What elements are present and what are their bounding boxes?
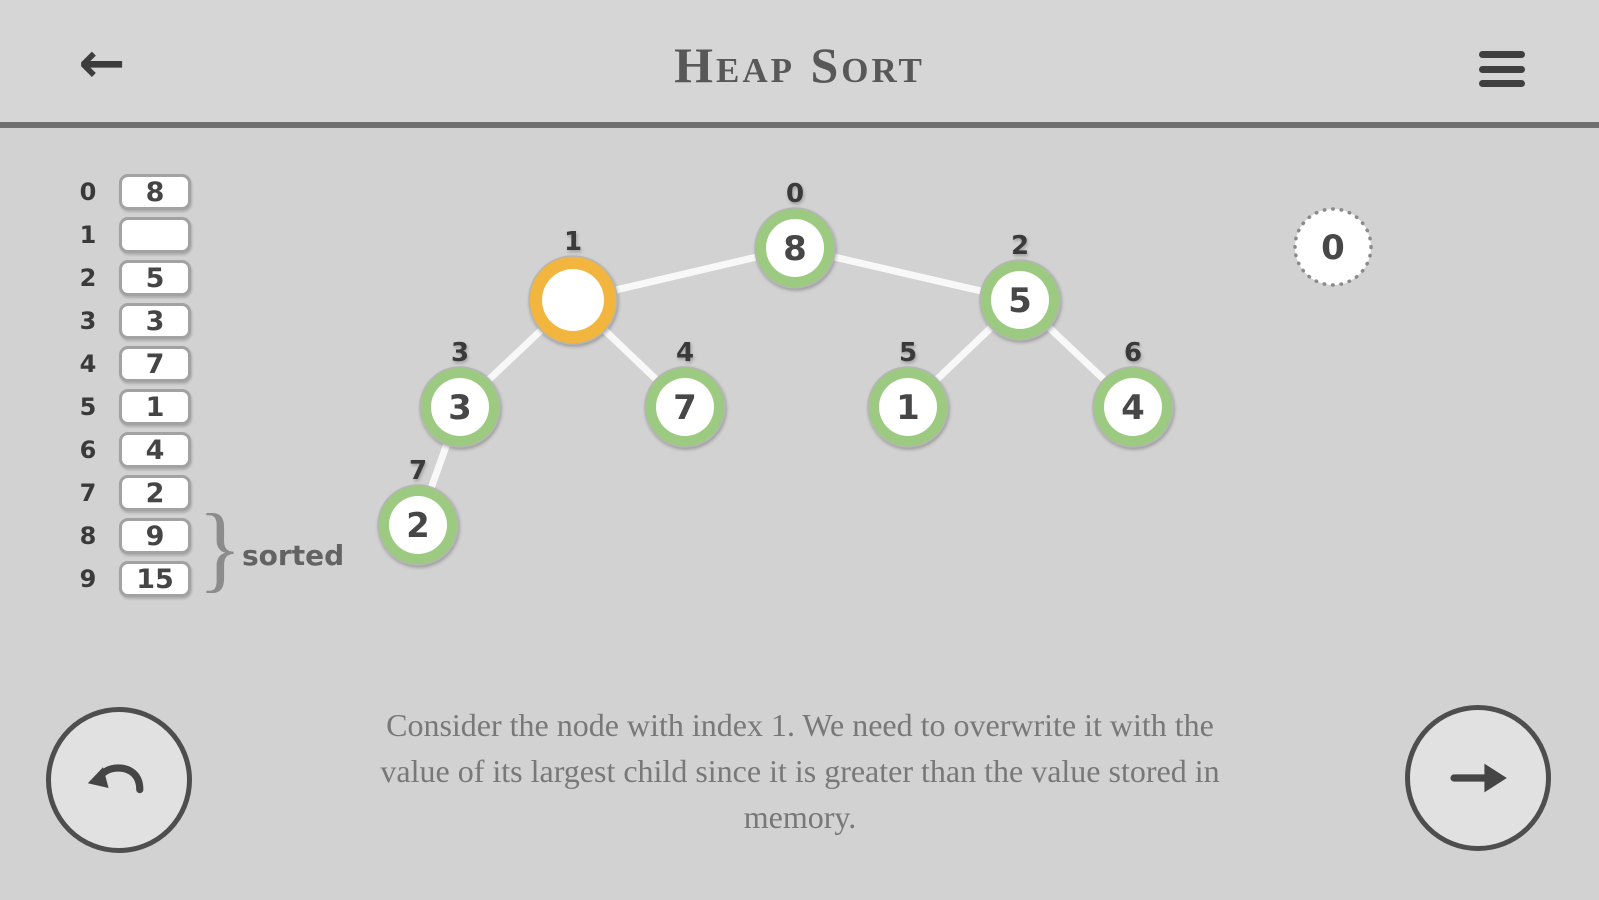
tree-node-0: 80 xyxy=(754,179,836,289)
hamburger-icon xyxy=(1479,51,1525,58)
array-cell: 5 xyxy=(119,260,191,296)
tree-node-6: 46 xyxy=(1092,338,1174,448)
tree-node-2: 52 xyxy=(979,231,1061,341)
array-index-label: 1 xyxy=(79,221,97,249)
tree-node-index-label: 2 xyxy=(1011,231,1029,261)
menu-button[interactable] xyxy=(1479,51,1527,87)
array-index-label: 4 xyxy=(79,350,97,378)
array-cell: 7 xyxy=(119,346,191,382)
array-index-label: 0 xyxy=(79,178,97,206)
undo-icon xyxy=(87,764,144,794)
tree-node-3: 33 xyxy=(419,338,501,448)
array-cell: 3 xyxy=(119,303,191,339)
svg-text:8: 8 xyxy=(783,229,807,269)
hamburger-icon xyxy=(1479,65,1525,73)
tree-node-index-label: 7 xyxy=(409,456,427,486)
svg-text:2: 2 xyxy=(406,506,430,546)
array-index-label: 9 xyxy=(79,565,97,593)
array-cell: 9 xyxy=(119,518,191,554)
array-cell: 8 xyxy=(119,174,191,210)
svg-text:3: 3 xyxy=(448,388,472,428)
tree-node-index-label: 4 xyxy=(676,338,694,368)
memory-node: 0 xyxy=(1293,207,1373,287)
header-divider xyxy=(0,122,1599,128)
array-index-label: 6 xyxy=(79,436,97,464)
array-cell xyxy=(119,217,191,253)
array-cell: 4 xyxy=(119,432,191,468)
svg-text:4: 4 xyxy=(1121,388,1145,428)
caption-line: memory. xyxy=(743,799,857,835)
svg-text:5: 5 xyxy=(1008,281,1032,321)
array-index-label: 5 xyxy=(79,393,97,421)
back-button[interactable]: ← xyxy=(72,34,132,94)
array-index-label: 7 xyxy=(79,479,97,507)
caption-line: Consider the node with index 1. We need … xyxy=(386,707,1214,743)
sorted-label: sorted xyxy=(242,539,345,572)
array-index-label: 2 xyxy=(79,264,97,292)
page-title: Heap Sort xyxy=(674,37,925,93)
tree-node-7: 27 xyxy=(377,456,459,566)
svg-text:7: 7 xyxy=(673,388,697,428)
array-cell: 15 xyxy=(119,561,191,597)
header: ← Heap Sort xyxy=(0,0,1599,122)
tree-node-index-label: 1 xyxy=(564,227,582,257)
forward-arrow-icon xyxy=(1450,763,1507,793)
array-index-label: 8 xyxy=(79,522,97,550)
svg-text:1: 1 xyxy=(896,388,920,428)
caption-line: value of its largest child since it is g… xyxy=(380,753,1220,789)
svg-text:0: 0 xyxy=(1321,228,1345,268)
array-cell: 1 xyxy=(119,389,191,425)
sorted-brace: } xyxy=(198,494,242,601)
array-cell: 2 xyxy=(119,475,191,511)
tree-node-index-label: 0 xyxy=(786,179,804,209)
tree-node-index-label: 5 xyxy=(899,338,917,368)
next-button[interactable] xyxy=(1405,705,1551,851)
hamburger-icon xyxy=(1479,80,1525,87)
tree-node-index-label: 3 xyxy=(451,338,469,368)
back-arrow-icon: ← xyxy=(78,31,126,96)
tree-node-4: 74 xyxy=(644,338,726,448)
caption: Consider the node with index 1. We need … xyxy=(250,702,1350,840)
array-index-label: 3 xyxy=(79,307,97,335)
undo-button[interactable] xyxy=(46,707,192,853)
tree-node-5: 15 xyxy=(867,338,949,448)
tree-node-index-label: 6 xyxy=(1124,338,1142,368)
tree-node-1: 1 xyxy=(528,227,618,345)
